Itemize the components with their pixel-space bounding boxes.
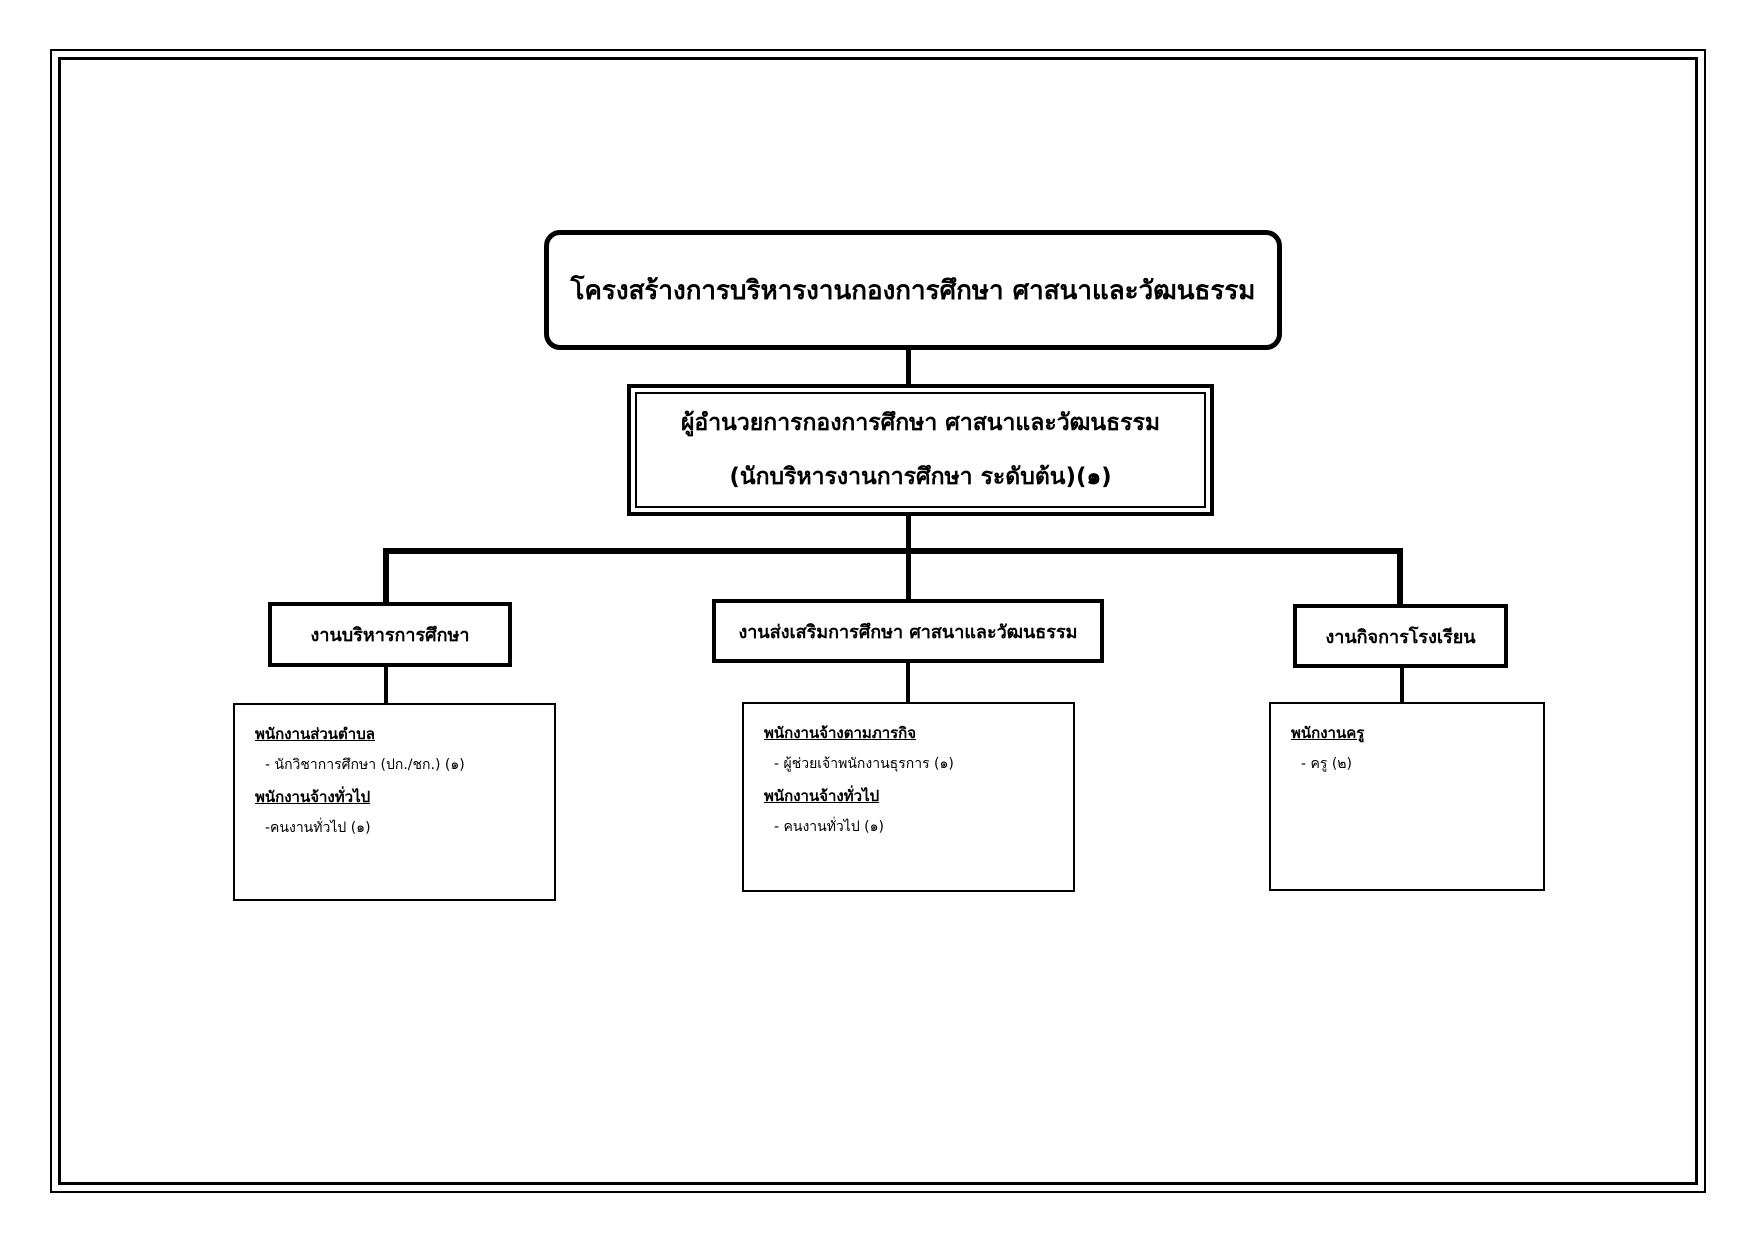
org-title: โครงสร้างการบริหารงานกองการศึกษา ศาสนาแล… — [570, 275, 1256, 306]
staff-item: - ผู้ช่วยเจ้าพนักงานธุรการ (๑) — [774, 756, 954, 772]
connector-dept3-staff — [1400, 668, 1404, 703]
dept-education-promotion: งานส่งเสริมการศึกษา ศาสนาและวัฒนธรรม — [712, 599, 1104, 663]
director-position: (นักบริหารงานการศึกษา ระดับต้น)(๑) — [729, 464, 1112, 490]
page-border-inner — [58, 57, 1698, 1185]
staff-item: - คนงานทั่วไป (๑) — [774, 819, 884, 835]
connector-bus-dept1 — [383, 548, 389, 603]
dept-name: งานบริหารการศึกษา — [310, 625, 470, 646]
page-border-outer — [50, 49, 1706, 1193]
connector-dept1-staff — [384, 667, 388, 704]
staff-category: พนักงานจ้างทั่วไป — [764, 787, 880, 805]
staff-category: พนักงานครู — [1291, 724, 1365, 742]
staff-box-education-promotion: พนักงานจ้างตามภารกิจ - ผู้ช่วยเจ้าพนักงา… — [742, 702, 1075, 892]
connector-director-bus — [906, 516, 911, 550]
staff-item: -คนงานทั่วไป (๑) — [265, 820, 371, 836]
staff-item: - นักวิชาการศึกษา (ปก./ชก.) (๑) — [265, 757, 465, 773]
connector-dept2-staff — [906, 663, 910, 703]
dept-name: งานกิจการโรงเรียน — [1325, 626, 1476, 648]
director-box: ผู้อำนวยการกองการศึกษา ศาสนาและวัฒนธรรม … — [627, 384, 1214, 516]
dept-school-affairs: งานกิจการโรงเรียน — [1293, 604, 1508, 668]
org-title-box: โครงสร้างการบริหารงานกองการศึกษา ศาสนาแล… — [544, 230, 1282, 350]
connector-bus-dept2 — [906, 548, 911, 600]
staff-item: - ครู (๒) — [1301, 756, 1352, 772]
connector-horizontal-bus — [383, 548, 1403, 554]
connector-bus-dept3 — [1397, 548, 1403, 605]
staff-category: พนักงานจ้างตามภารกิจ — [764, 724, 917, 742]
dept-name: งานส่งเสริมการศึกษา ศาสนาและวัฒนธรรม — [738, 621, 1078, 643]
staff-category: พนักงานจ้างทั่วไป — [255, 788, 371, 806]
connector-title-director — [906, 350, 911, 384]
director-box-inner: ผู้อำนวยการกองการศึกษา ศาสนาและวัฒนธรรม … — [635, 392, 1206, 508]
dept-education-admin: งานบริหารการศึกษา — [268, 602, 512, 667]
staff-category: พนักงานส่วนตำบล — [255, 725, 375, 743]
director-title: ผู้อำนวยการกองการศึกษา ศาสนาและวัฒนธรรม — [680, 410, 1161, 436]
staff-box-school-affairs: พนักงานครู - ครู (๒) — [1269, 702, 1545, 891]
staff-box-education-admin: พนักงานส่วนตำบล - นักวิชาการศึกษา (ปก./ช… — [233, 703, 556, 901]
